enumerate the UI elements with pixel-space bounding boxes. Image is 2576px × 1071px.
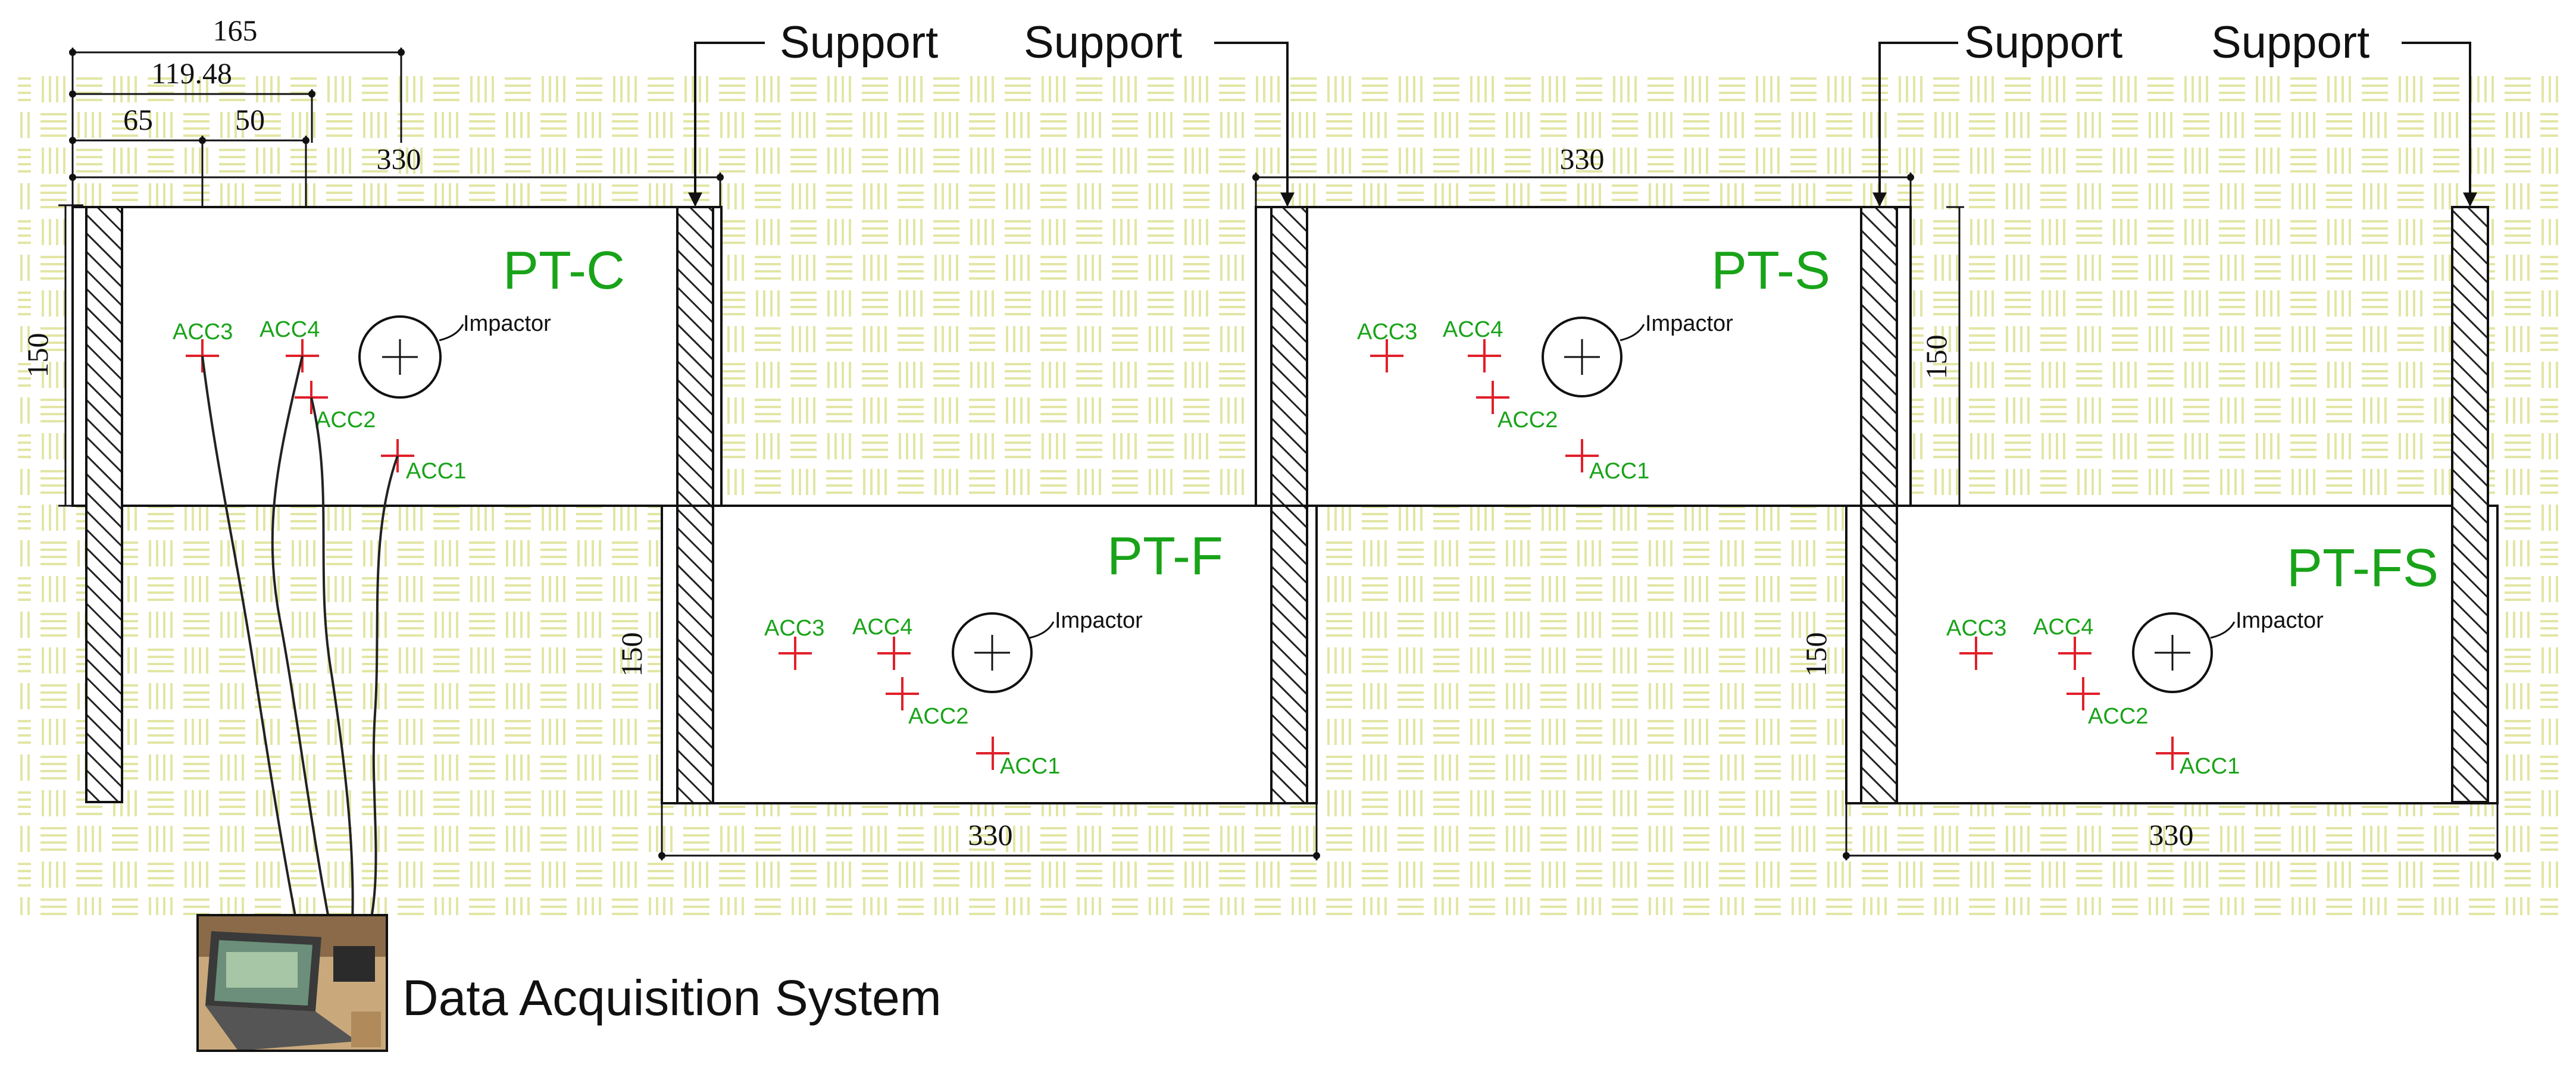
- accelerometer-marks: [1370, 339, 1599, 472]
- dimension-150-ptfs: 150: [1799, 632, 1833, 677]
- accelerometer-marks: [779, 637, 1009, 770]
- acc3-label: ACC3: [1357, 320, 1417, 345]
- support-beam: [676, 505, 714, 804]
- acc1-label: ACC1: [1000, 754, 1060, 779]
- acc3-label: ACC3: [1946, 616, 2006, 641]
- acc3-label: ACC3: [764, 616, 824, 641]
- support-beam: [1270, 206, 1308, 507]
- dimension-150-ptc: 150: [21, 333, 54, 378]
- dimension-330-ptf: 330: [968, 818, 1013, 851]
- acc1-label: ACC1: [406, 459, 466, 484]
- panel-pt-fs: PT-FS Impactor ACC3 ACC4 ACC2 ACC1: [1845, 206, 2499, 804]
- dimension-119-48: 119.48: [151, 57, 232, 90]
- dimension-50: 50: [235, 103, 265, 136]
- support-label: Support: [2211, 17, 2369, 68]
- acc4-label: ACC4: [852, 615, 912, 640]
- acc4-label: ACC4: [1443, 317, 1503, 342]
- support-label: Support: [1024, 17, 1182, 68]
- acc2-label: ACC2: [908, 704, 968, 729]
- acc2-label: ACC2: [1498, 408, 1558, 433]
- acc2-label: ACC2: [2088, 704, 2148, 729]
- acc1-label: ACC1: [1589, 459, 1649, 484]
- support-beam: [1270, 505, 1308, 804]
- accelerometer-marks: [1959, 637, 2189, 770]
- dimension-165: 165: [213, 14, 258, 47]
- impactor-label: Impactor: [463, 311, 551, 336]
- dimension-150-ptf: 150: [615, 632, 648, 677]
- support-beam: [2451, 206, 2489, 803]
- dimension-65: 65: [123, 103, 153, 136]
- impactor-label: Impactor: [1055, 608, 1143, 633]
- support-beam: [85, 206, 123, 803]
- sensor-cables: [201, 355, 399, 953]
- panel-pt-f: PT-F Impactor ACC3 ACC4 ACC2 ACC1: [661, 505, 1318, 804]
- panel-title: PT-FS: [2287, 538, 2439, 598]
- dimension-330-pts: 330: [1560, 142, 1605, 176]
- support-label: Support: [780, 17, 938, 68]
- acc4-label: ACC4: [260, 317, 320, 342]
- panel-title: PT-C: [503, 241, 625, 300]
- dimension-lines-top: [71, 48, 721, 241]
- impactor-label: Impactor: [2236, 608, 2324, 633]
- support-label: Support: [1964, 17, 2122, 68]
- acc2-label: ACC2: [315, 408, 376, 433]
- daq-label: Data Acquisition System: [402, 970, 942, 1026]
- acc4-label: ACC4: [2033, 615, 2093, 640]
- support-beam: [1860, 505, 1898, 804]
- panel-pt-c: PT-C Impactor ACC3 ACC4 ACC2 ACC1: [71, 206, 723, 803]
- panel-title: PT-F: [1107, 527, 1223, 586]
- dimension-150-pts: 150: [1920, 335, 1953, 380]
- acc1-label: ACC1: [2180, 754, 2240, 779]
- dimension-330-ptc: 330: [377, 142, 421, 176]
- panel-title: PT-S: [1711, 241, 1830, 300]
- acc3-label: ACC3: [173, 320, 233, 345]
- daq-photo: [198, 915, 387, 1051]
- dimension-330-ptfs: 330: [2149, 818, 2194, 851]
- support-beam: [676, 206, 714, 507]
- impactor-label: Impactor: [1645, 311, 1733, 336]
